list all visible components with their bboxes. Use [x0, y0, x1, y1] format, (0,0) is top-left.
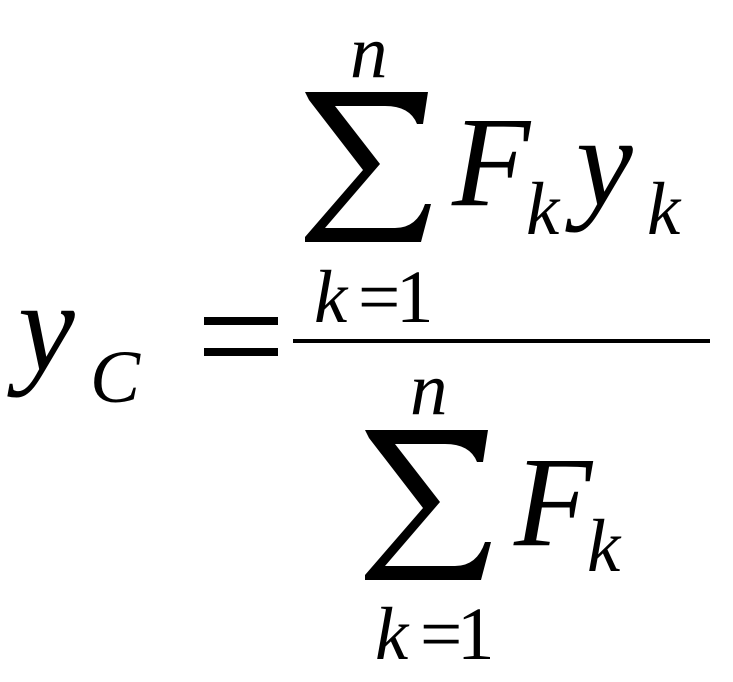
sigma-icon	[365, 430, 491, 580]
equals-bar-bottom	[204, 348, 278, 356]
num-sum-lower-eq: =	[358, 256, 401, 339]
den-term-F: F	[514, 431, 593, 573]
den-sum-upper: n	[410, 348, 448, 431]
num-term-y-sub: k	[647, 168, 681, 251]
sigma-icon	[305, 92, 431, 242]
den-sum-lower-val: 1	[457, 593, 495, 676]
lhs-subscript: C	[90, 336, 141, 419]
num-sum-upper: n	[350, 11, 388, 94]
num-term-F: F	[452, 91, 531, 233]
num-sum-lower-var: k	[314, 256, 348, 339]
den-sum-lower-var: k	[375, 593, 409, 676]
equals-bar-top	[204, 317, 278, 325]
den-sum-lower-eq: =	[420, 593, 463, 676]
den-term-F-sub: k	[587, 505, 621, 588]
num-term-y: y	[576, 91, 633, 233]
num-sum-lower-val: 1	[396, 256, 434, 339]
lhs-variable: y	[18, 256, 75, 398]
fraction-line	[293, 339, 710, 343]
num-term-F-sub: k	[526, 168, 560, 251]
